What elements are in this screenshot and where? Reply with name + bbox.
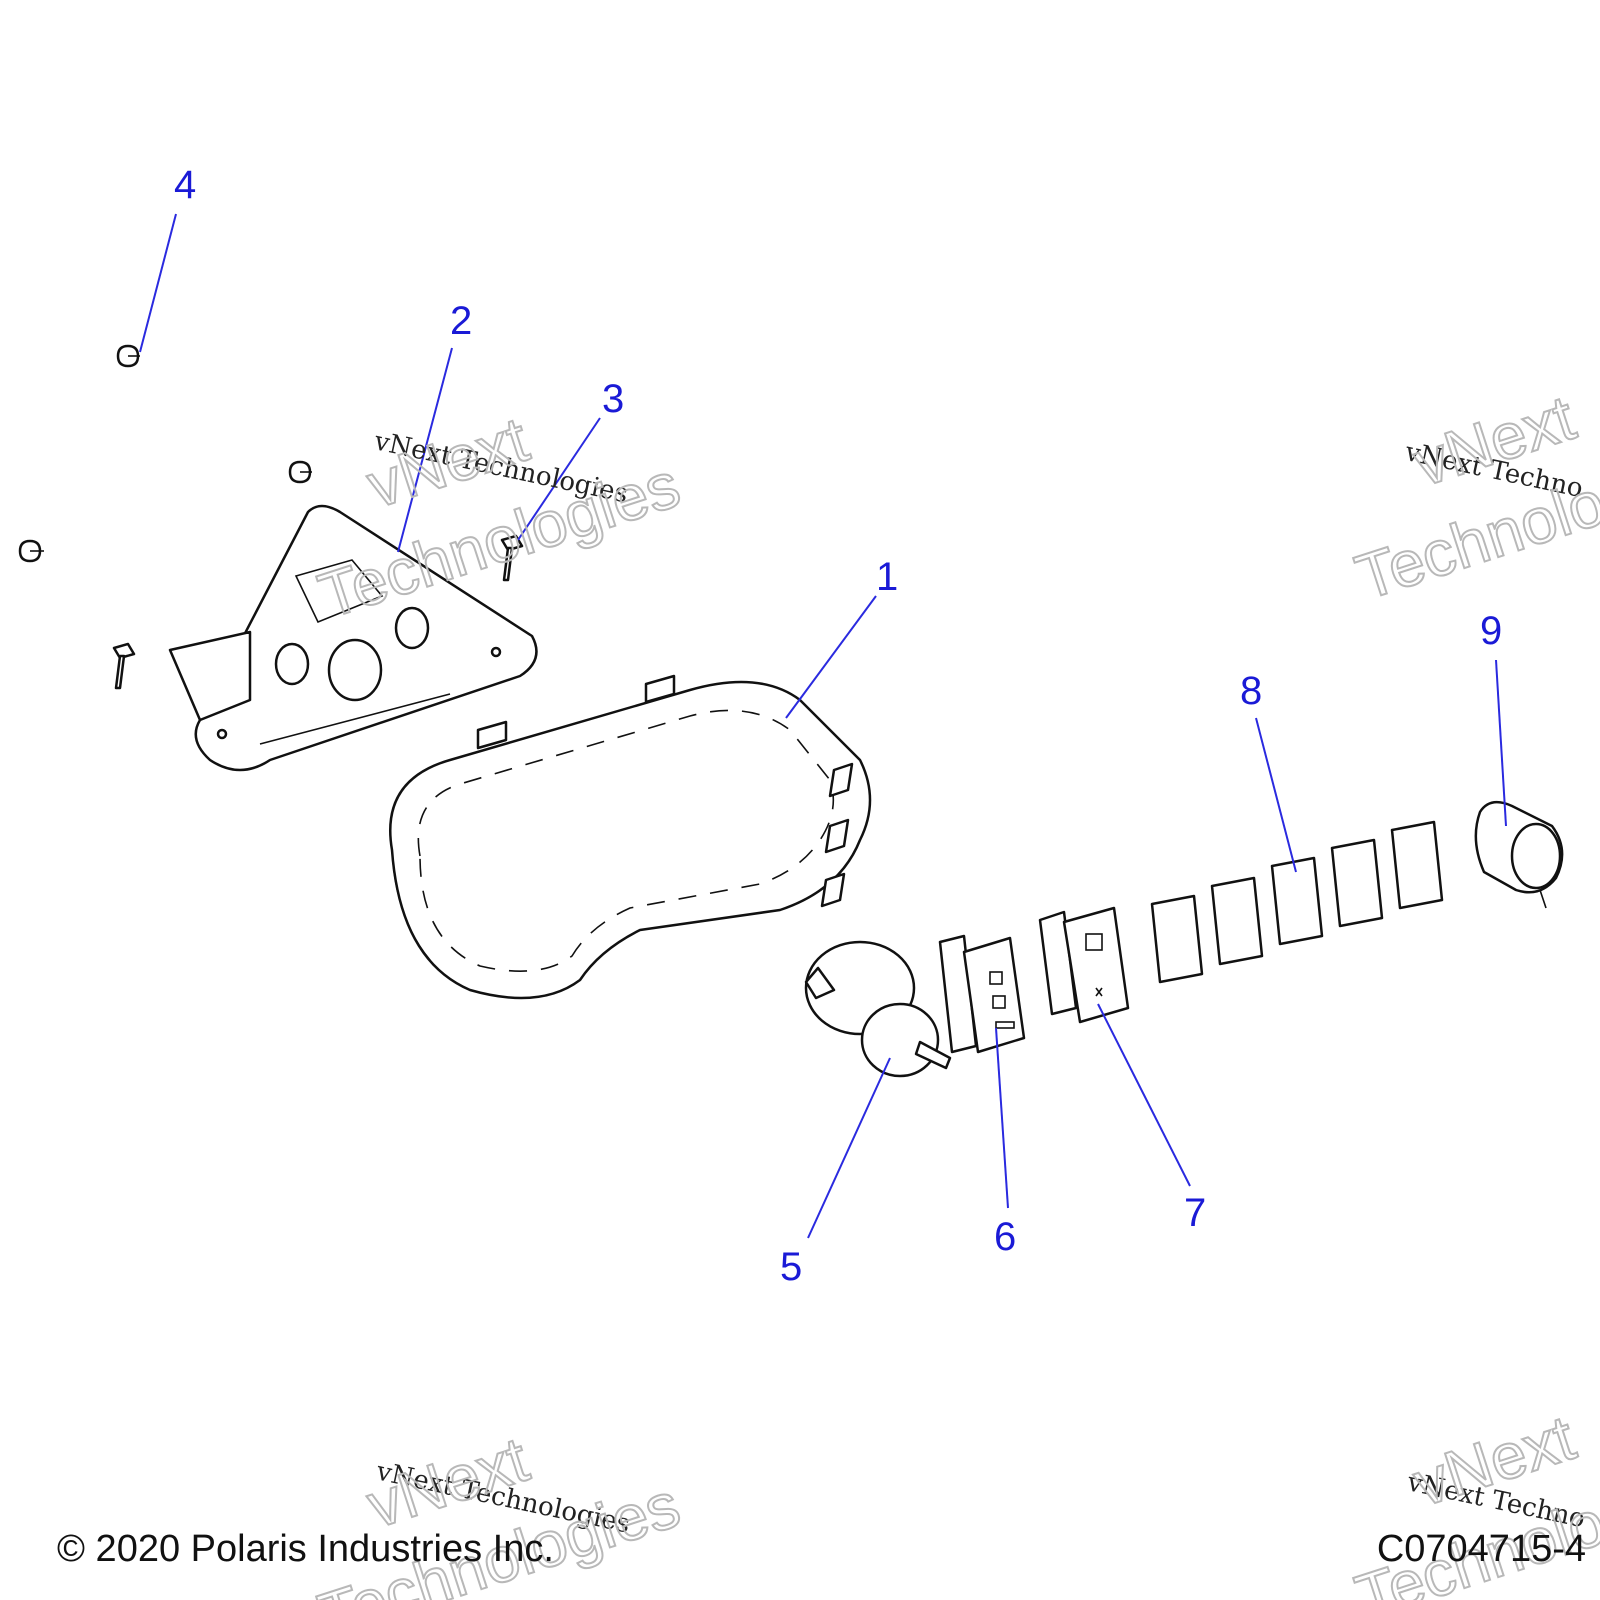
watermark-right-outline: vNext Technolo (1346, 380, 1600, 615)
callout-2: 2 (450, 299, 472, 343)
leader-lines (139, 213, 1507, 1239)
callout-6: 6 (994, 1215, 1016, 1259)
rivet-part-4 (18, 344, 312, 563)
copyright-text: © 2020 Polaris Industries Inc. (57, 1528, 554, 1570)
callout-7: 7 (1184, 1191, 1206, 1235)
callout-5: 5 (780, 1245, 802, 1289)
switch-part-5 (804, 940, 952, 1078)
outlet-part-9 (1474, 800, 1564, 909)
callout-1: 1 (876, 555, 898, 599)
drawing-number: C0704715-4 (1376, 1528, 1586, 1570)
callout-9: 9 (1480, 609, 1502, 653)
rocker-switch-part-7 (1038, 906, 1130, 1024)
watermark-outline-right-2: Technolo (1347, 466, 1600, 614)
rocker-switch-part-6 (938, 934, 1026, 1054)
bracket-part-2 (168, 504, 538, 772)
switch-blank-part-8 (1150, 820, 1444, 984)
callout-8: 8 (1240, 669, 1262, 713)
cluster-part-1 (389, 674, 872, 1000)
callout-labels: 4 2 3 1 8 9 5 6 7 (174, 163, 1502, 1289)
callout-4: 4 (174, 163, 196, 207)
screw-part-3 (112, 534, 524, 690)
watermark-center-outline: vNext Technologies (309, 402, 689, 633)
callout-3: 3 (602, 377, 624, 421)
